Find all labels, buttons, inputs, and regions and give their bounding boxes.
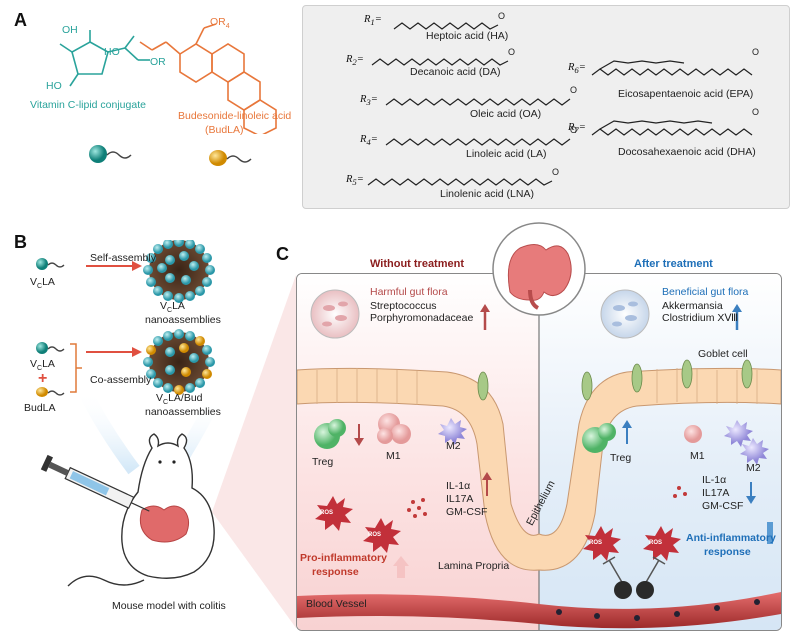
beneficial-flora-title: Beneficial gut flora: [662, 286, 749, 298]
after-treatment-title: After treatment: [637, 273, 716, 274]
r6-label: R6=: [568, 62, 586, 76]
treg-label-left: Treg: [312, 456, 334, 468]
linolenic-acid-label: Linolenic acid (LNA): [440, 188, 534, 200]
panel-c-letter: C: [276, 244, 289, 264]
vitc-conjugate-icon: [89, 145, 132, 163]
pro-inflammatory-label: Pro-inflammatory: [300, 552, 387, 564]
r2-label: R2=: [346, 54, 364, 68]
ros-label-3: ROS: [589, 540, 603, 546]
harmful-flora-title: Harmful gut flora: [370, 286, 448, 298]
fatty-acid-chains: O O O O O O O: [367, 11, 759, 186]
svg-text:O: O: [570, 85, 577, 95]
or4-label: OR4: [210, 16, 230, 31]
vcla-bud-nano-label: VCLA/Bud: [156, 392, 203, 407]
budesonide-structure: [139, 23, 277, 134]
streptococcus-label: Streptococcus: [370, 300, 437, 312]
m2-label-right: M2: [746, 462, 761, 474]
r4-label: R4=: [360, 134, 378, 148]
budla-label-line2: (BudLA): [205, 124, 244, 136]
panel-b-letter: B: [14, 232, 27, 252]
budla-conjugate-icon: [209, 150, 252, 166]
linoleic-acid-label: Linoleic acid (LA): [466, 148, 547, 160]
svg-text:O: O: [752, 107, 759, 117]
r3-label: R3=: [360, 94, 378, 108]
colitis-mechanism-panel: Without treatment After treatment: [296, 273, 782, 631]
ho-label-2: HO: [104, 46, 120, 58]
oleic-acid-label: Oleic acid (OA): [470, 108, 542, 120]
svg-text:O: O: [498, 11, 505, 21]
panel-a-letter: A: [14, 10, 27, 30]
co-assembly-label: Co-assembly: [90, 374, 152, 386]
treg-label-right: Treg: [610, 452, 632, 464]
il1-label-right: IL-1α: [702, 474, 727, 486]
m1-label-left: M1: [386, 450, 401, 462]
vcla-nano-label-2: nanoassemblies: [145, 314, 221, 326]
porphyromonadaceae-label: Porphyromonadaceae: [370, 312, 474, 324]
r7-label: R7=: [568, 122, 586, 136]
budla-label-line1: Budesonide-linoleic acid: [178, 110, 292, 122]
panel-b-graphics: [36, 240, 221, 587]
akkermansia-label: Akkermansia: [662, 300, 723, 312]
ros-label-1: ROS: [320, 510, 334, 516]
goblet-cell-label: Goblet cell: [698, 348, 748, 360]
dha-label: Docosahexaenoic acid (DHA): [618, 146, 756, 158]
svg-text:O: O: [570, 125, 577, 135]
blood-vessel-label: Blood Vessel: [306, 598, 367, 610]
oh-label-1: OH: [62, 24, 78, 36]
plus-sign: +: [38, 370, 48, 387]
without-treatment-title: Without treatment: [371, 273, 465, 274]
gmcsf-label-right: GM-CSF: [702, 500, 744, 512]
r1-label: R1=: [364, 14, 382, 28]
vitamin-c-conjugate-label: Vitamin C-lipid conjugate: [30, 99, 146, 111]
vcla-label-1: VCLA: [30, 276, 55, 291]
m1-label-right: M1: [690, 450, 705, 462]
svg-text:O: O: [508, 47, 515, 57]
mouse-model-label: Mouse model with colitis: [112, 600, 226, 612]
vcla-nano-label: VCLA: [160, 300, 185, 315]
or-label: OR: [150, 56, 166, 68]
after-treatment-header: After treatment: [634, 258, 713, 270]
anti-inflammatory-label-2: response: [704, 546, 751, 558]
colon-illustration: [492, 222, 586, 316]
budla-label-b: BudLA: [24, 402, 56, 414]
vitamin-c-structure: [59, 30, 150, 87]
epa-label: Eicosapentaenoic acid (EPA): [618, 88, 754, 100]
without-treatment-header: Without treatment: [370, 258, 465, 270]
pro-inflammatory-label-2: response: [312, 566, 359, 578]
anti-inflammatory-label: Anti-inflammatory: [686, 532, 776, 544]
il17-label-right: IL17A: [702, 487, 730, 499]
decanoic-acid-label: Decanoic acid (DA): [410, 66, 501, 78]
il17-label-left: IL17A: [446, 493, 474, 505]
ho-label-1: HO: [46, 80, 62, 92]
ros-label-4: ROS: [649, 540, 663, 546]
svg-text:O: O: [752, 47, 759, 57]
vcla-bud-nano-label-2: nanoassemblies: [145, 406, 221, 418]
vcla-label-2: VCLA: [30, 358, 55, 373]
gmcsf-label-left: GM-CSF: [446, 506, 488, 518]
molecule-structures: [59, 23, 277, 134]
heptoic-acid-label: Heptoic acid (HA): [426, 30, 509, 42]
lamina-propria-label: Lamina Propria: [438, 560, 510, 572]
fatty-acid-panel: [302, 5, 790, 209]
ros-label-2: ROS: [368, 532, 382, 538]
self-assembly-label: Self-assembly: [90, 252, 156, 264]
m2-label-left: M2: [446, 440, 461, 452]
r5-label: R5=: [346, 174, 364, 188]
il1-label-left: IL-1α: [446, 480, 471, 492]
svg-text:O: O: [552, 167, 559, 177]
tissue-illustration: [297, 289, 781, 630]
clostridium-label: Clostridium XⅧ: [662, 312, 739, 324]
